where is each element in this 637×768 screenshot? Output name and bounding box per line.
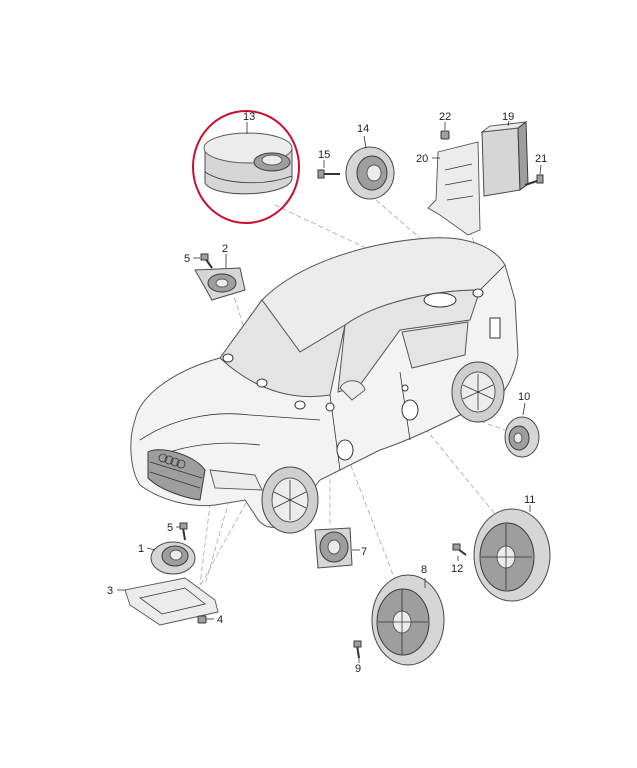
screw-part-5-lower[interactable] xyxy=(176,522,188,541)
label-part-2: 2 xyxy=(222,243,228,255)
vehicle-illustration xyxy=(130,237,519,534)
tweeter-part-2[interactable] xyxy=(194,254,246,301)
label-part-15: 15 xyxy=(318,149,330,161)
label-part-8: 8 xyxy=(421,564,427,576)
highlight-ring xyxy=(192,110,300,224)
speaker-part-1[interactable] xyxy=(146,541,196,575)
speaker-part-7[interactable] xyxy=(314,527,360,569)
label-part-5-upper: 5 xyxy=(184,253,190,265)
front-wheel xyxy=(261,466,319,534)
brand-emblem xyxy=(158,453,186,469)
label-part-19: 19 xyxy=(502,111,514,123)
screw-part-5-upper[interactable] xyxy=(193,253,213,269)
label-part-13: 13 xyxy=(243,111,255,123)
label-part-12: 12 xyxy=(451,563,463,575)
label-part-9: 9 xyxy=(355,663,361,675)
door-speaker-part-8[interactable] xyxy=(371,574,445,666)
door-speaker-part-11[interactable] xyxy=(473,505,551,602)
label-part-7: 7 xyxy=(361,546,367,558)
screw-part-15[interactable] xyxy=(317,160,340,179)
label-part-11: 11 xyxy=(524,494,535,506)
part-labels: 13 14 15 22 19 20 21 5 2 10 11 5 1 7 8 1… xyxy=(107,111,547,675)
label-part-20: 20 xyxy=(416,153,428,165)
rear-wheel xyxy=(451,361,505,423)
screw-part-12[interactable] xyxy=(452,543,467,561)
mounting-markers xyxy=(222,288,501,461)
screw-part-9[interactable] xyxy=(353,640,362,663)
label-part-4: 4 xyxy=(217,614,223,626)
tweeter-part-10[interactable] xyxy=(504,402,540,458)
nut-part-22[interactable] xyxy=(440,122,450,140)
subwoofer-part-13[interactable] xyxy=(192,110,300,224)
label-part-14: 14 xyxy=(357,123,369,135)
label-part-10: 10 xyxy=(518,391,530,403)
bracket-part-20[interactable] xyxy=(427,141,481,236)
control-unit-part-19[interactable] xyxy=(480,120,529,197)
label-part-21: 21 xyxy=(535,153,547,165)
label-part-22: 22 xyxy=(439,111,451,123)
nut-part-4[interactable] xyxy=(197,615,214,624)
label-part-1: 1 xyxy=(138,543,144,555)
label-part-5-lower: 5 xyxy=(167,522,173,534)
label-part-3: 3 xyxy=(107,585,113,597)
frame-part-3[interactable] xyxy=(117,577,219,626)
speaker-part-14[interactable] xyxy=(345,135,395,200)
screw-part-21[interactable] xyxy=(524,164,544,186)
